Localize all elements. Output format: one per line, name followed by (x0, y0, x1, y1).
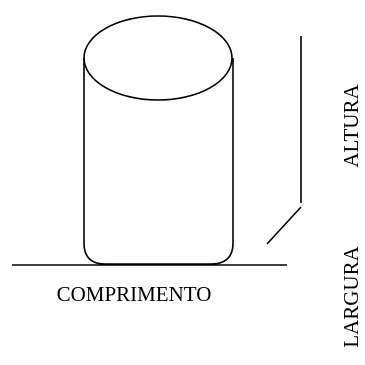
width-label: LARGURA (339, 245, 363, 347)
width-line (266, 206, 302, 245)
length-label: COMPRIMENTO (57, 282, 212, 306)
cylinder (83, 15, 234, 265)
cylinder-top-ellipse (83, 15, 233, 101)
height-label: ALTURA (339, 84, 363, 168)
cylinder-body (83, 58, 234, 265)
